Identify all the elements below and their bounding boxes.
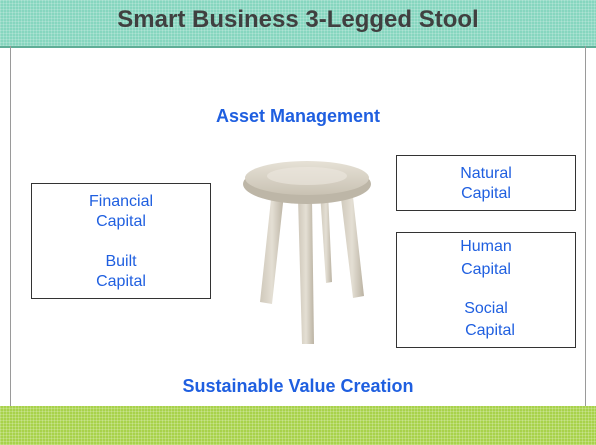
asset-management-heading: Asset Management — [215, 106, 381, 126]
natural-label: Natural — [460, 165, 512, 182]
built-capital-label: Capital — [96, 273, 146, 290]
human-capital-label: Capital — [461, 261, 511, 278]
human-label: Human — [460, 238, 512, 255]
social-capital-label: Capital — [465, 322, 515, 339]
human-social-capital-box: Human Capital Social Capital — [396, 232, 576, 348]
financial-capital-label: Capital — [96, 213, 146, 230]
social-label: Social — [464, 300, 508, 317]
built-label: Built — [105, 253, 137, 270]
slide-title: Smart Business 3-Legged Stool — [117, 6, 479, 33]
title-bar: Smart Business 3-Legged Stool — [0, 0, 596, 48]
footer-bar — [0, 406, 596, 445]
right-divider — [585, 46, 586, 406]
financial-built-capital-box: Financial Capital Built Capital — [31, 183, 211, 299]
natural-capital-box: Natural Capital — [396, 155, 576, 211]
sustainable-value-creation-heading: Sustainable Value Creation — [182, 376, 414, 396]
left-divider — [10, 46, 11, 406]
financial-label: Financial — [88, 193, 154, 210]
natural-capital-label: Capital — [461, 185, 511, 202]
stool-icon — [243, 161, 371, 344]
